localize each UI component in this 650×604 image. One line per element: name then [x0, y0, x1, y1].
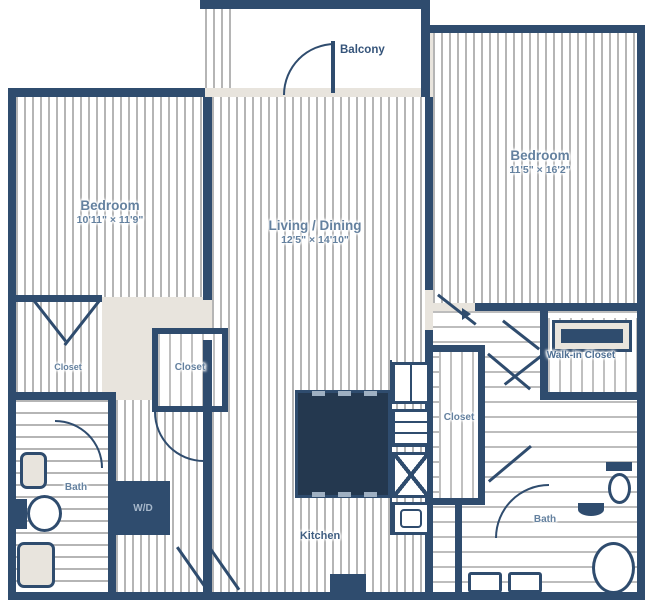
living-dining-dims: 12'5" × 14'10"	[281, 233, 349, 246]
washer-dryer-unit: W/D	[116, 481, 170, 535]
stove-icon	[392, 452, 430, 498]
bedroom-right-name: Bedroom	[510, 148, 570, 163]
wall-walk-in-bottom	[548, 392, 637, 400]
wall-living-left-lower	[203, 340, 212, 592]
toilet-icon-left-bath	[27, 495, 62, 532]
bottom-appliance-icon	[330, 574, 366, 594]
wall-balcony-top	[200, 0, 430, 9]
wall-closet-kitchen-bottom	[433, 498, 485, 505]
room-label-bedroom-left: Bedroom 10'11" × 11'9"	[40, 198, 180, 226]
wall-balcony-right	[421, 0, 430, 97]
walk-in-shelf-inner	[561, 329, 623, 343]
wall-bath-hall-divider	[108, 392, 116, 600]
vanity-icon-left-bath	[17, 542, 55, 588]
door-arrow-bedroom-right	[462, 308, 471, 320]
toilet-tank-right	[606, 462, 632, 471]
bedroom-left-name: Bedroom	[80, 198, 140, 213]
walk-in-shelf-icon	[552, 320, 632, 352]
room-label-living-dining: Living / Dining 12'5" × 14'10"	[240, 218, 390, 246]
toilet-tank-left	[16, 499, 27, 529]
wall-closet-center-left	[152, 328, 158, 412]
room-label-walk-in-closet: Walk-in Closet	[546, 350, 616, 361]
bedroom-right-dims: 11'5" × 16'2"	[509, 163, 571, 176]
room-label-kitchen: Kitchen	[299, 530, 341, 542]
wall-closet-kitchen-top	[433, 345, 485, 352]
wall-closet-center-right	[222, 328, 228, 412]
door-arc-balcony	[283, 43, 335, 95]
kitchen-sink-basin	[400, 509, 422, 528]
sink-icon-left-bath	[20, 452, 47, 489]
wall-living-right-upper	[425, 97, 433, 290]
room-label-bath-left: Bath	[64, 482, 88, 493]
island-seat-marker	[338, 492, 351, 497]
kitchen-island	[295, 390, 391, 498]
room-label-bedroom-right: Bedroom 11'5" × 16'2"	[470, 148, 610, 176]
wall-closet-kitchen-right	[478, 345, 485, 505]
room-label-bath-right: Bath	[533, 514, 557, 525]
living-dining-name: Living / Dining	[268, 218, 362, 233]
wall-right	[637, 25, 645, 600]
wall-bath-left-top	[8, 392, 108, 400]
island-seat-marker	[312, 391, 325, 396]
wall-top-right	[430, 25, 645, 33]
room-label-closet-center: Closet	[174, 362, 206, 373]
room-label-closet-kitchen: Closet	[443, 412, 475, 423]
room-label-closet-left: Closet	[54, 362, 82, 372]
wall-bath-right-divider	[455, 505, 462, 592]
island-seat-marker	[364, 492, 377, 497]
double-sink-icon-2	[508, 572, 542, 593]
island-seat-marker	[312, 492, 325, 497]
kitchen-counter-edge	[390, 360, 392, 535]
toilet-icon-right-bath	[608, 473, 631, 504]
floor-balcony-column	[205, 9, 235, 88]
island-seat-marker	[338, 391, 351, 396]
floor-closet-kitchen	[439, 352, 479, 498]
wall-living-left-upper	[203, 97, 212, 300]
wall-bottom	[8, 592, 645, 600]
floor-bedroom-left	[16, 97, 203, 297]
wall-walk-in-left	[540, 311, 548, 400]
wall-closet-center-bottom	[152, 406, 228, 412]
kitchen-sink-icon	[392, 502, 430, 535]
pantry-shelves-icon	[392, 409, 430, 447]
wall-top-left	[8, 88, 205, 97]
wall-closet-left-top	[8, 295, 102, 302]
wall-bedroom-right-bottom	[475, 303, 637, 311]
wall-left	[8, 88, 16, 600]
double-sink-icon-1	[468, 572, 502, 593]
floor-bedroom-right	[433, 33, 637, 303]
island-seat-marker	[364, 391, 377, 396]
sink-icon-right-bath	[578, 503, 604, 516]
bathtub-icon-right-bath	[592, 542, 635, 594]
washer-dryer-label: W/D	[133, 502, 153, 514]
bedroom-left-dims: 10'11" × 11'9"	[76, 213, 144, 226]
room-label-balcony: Balcony	[340, 44, 385, 56]
floor-living-dining	[212, 97, 425, 592]
door-leaf-balcony	[331, 41, 335, 93]
refrigerator-icon	[392, 362, 430, 404]
wall-closet-center-top	[152, 328, 228, 334]
